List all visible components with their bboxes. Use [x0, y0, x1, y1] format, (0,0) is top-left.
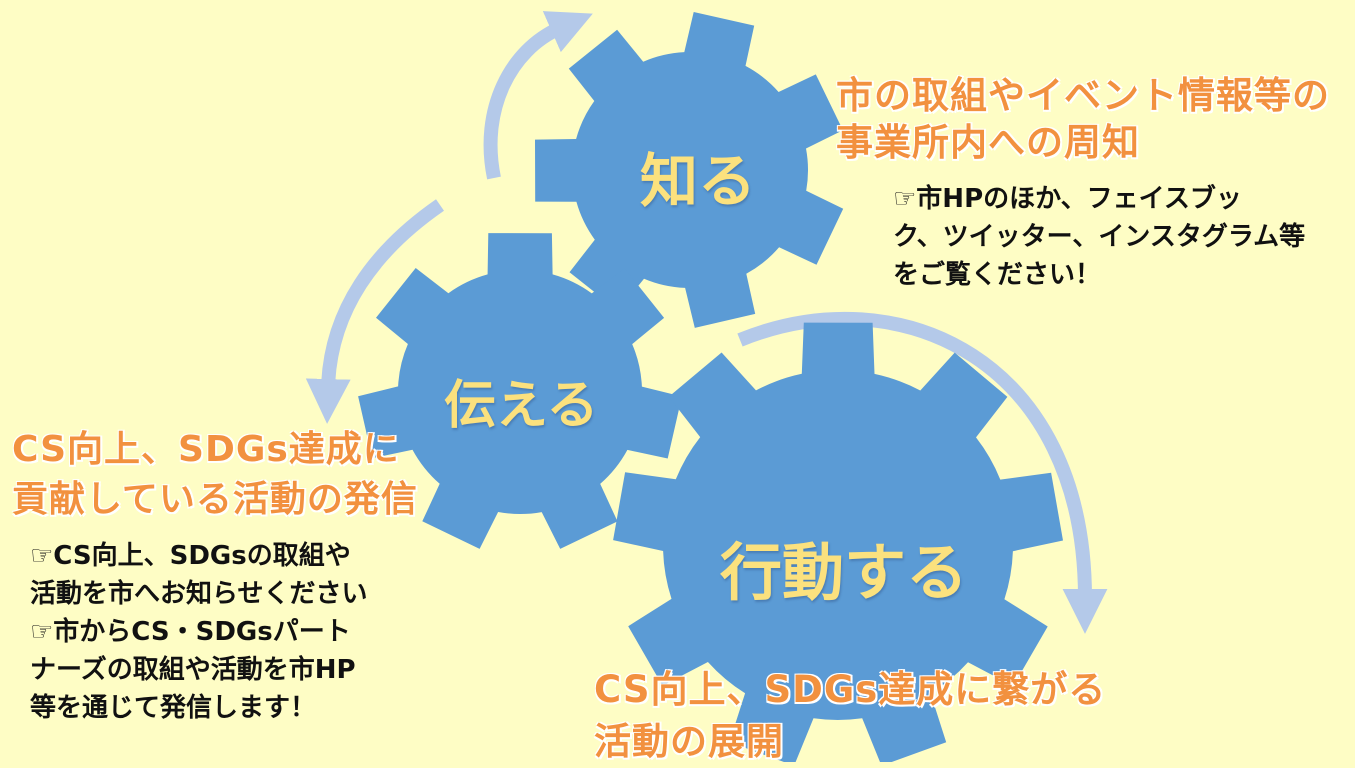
arrow-tell-to-know [483, 11, 593, 180]
tell-description-line: ☞市からCS・SDGsパート [30, 617, 351, 647]
act-heading-line: 活動の展開 [594, 720, 784, 763]
tell-description: ☞CS向上、SDGsの取組や 活動を市へお知らせください ☞市からCS・SDGs… [30, 537, 367, 727]
arrow-act-cycle [737, 312, 1108, 634]
act-heading-line: CS向上、SDGs達成に繋がる [594, 668, 1107, 711]
gear-label-tell: 伝える [444, 376, 599, 436]
know-heading-line: 事業所内への周知 [836, 121, 1140, 164]
tell-heading: CS向上、SDGs達成に 貢献している活動の発信 [12, 425, 418, 525]
know-heading: 市の取組やイベント情報等の 事業所内への周知 [836, 72, 1330, 166]
gear-know [535, 12, 844, 328]
act-heading: CS向上、SDGs達成に繋がる 活動の展開 [594, 664, 1106, 768]
gear-tell [358, 233, 682, 549]
know-description-line: をご覧ください！ [893, 260, 1102, 290]
know-heading-line: 市の取組やイベント情報等の [836, 74, 1330, 117]
gear-label-act: 行動する [720, 536, 969, 609]
tell-description-line: ☞CS向上、SDGsの取組や [30, 541, 351, 571]
gear-label-know: 知る [640, 147, 757, 215]
know-description: ☞市HPのほか、フェイスブッ ク、ツイッター、インスタグラム等 をご覧ください！ [893, 180, 1305, 294]
gear-act [613, 322, 1063, 762]
arrow-know-to-tell [305, 199, 444, 424]
know-description-line: ☞市HPのほか、フェイスブッ [893, 184, 1242, 214]
tell-description-line: 活動を市へお知らせください [30, 579, 368, 609]
tell-heading-line: 貢献している活動の発信 [12, 479, 418, 520]
tell-description-line: ナーズの取組や活動を市HP [30, 655, 356, 685]
tell-description-line: 等を通じて発信します！ [30, 693, 317, 723]
know-description-line: ク、ツイッター、インスタグラム等 [893, 222, 1306, 252]
tell-heading-line: CS向上、SDGs達成に [12, 429, 400, 470]
